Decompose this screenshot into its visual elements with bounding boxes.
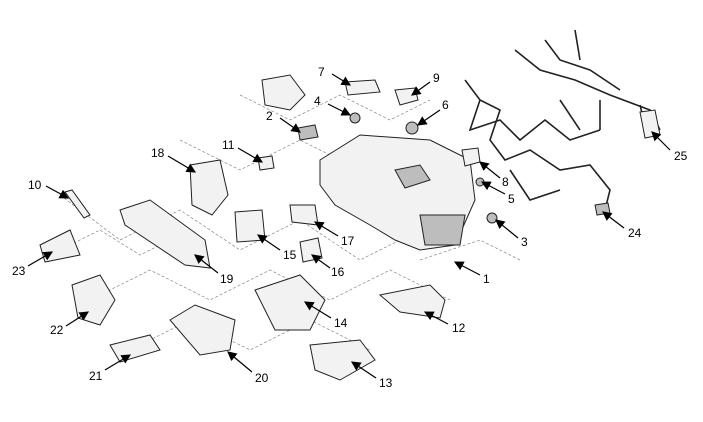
callout-2: 2: [266, 109, 273, 123]
part-20: [169, 304, 236, 356]
callout-22: 22: [50, 323, 64, 337]
part-6: [405, 121, 419, 135]
part-12: [378, 284, 446, 319]
part-14: [254, 274, 326, 331]
callout-24: 24: [628, 226, 642, 240]
part-24: [594, 202, 611, 216]
leader-lines: [27, 73, 671, 379]
part-bracket: [261, 74, 306, 111]
callout-17: 17: [341, 234, 355, 248]
part-7: [344, 79, 381, 96]
part-3: [486, 212, 498, 224]
callout-6: 6: [442, 98, 449, 112]
callout-5: 5: [508, 192, 515, 206]
callout-11: 11: [222, 138, 235, 152]
callout-25: 25: [674, 149, 688, 163]
callout-16: 16: [331, 265, 345, 279]
part-21: [109, 334, 161, 363]
callout-3: 3: [521, 235, 528, 249]
callout-21: 21: [89, 369, 103, 383]
callout-8: 8: [502, 175, 509, 189]
part-25: [639, 109, 661, 139]
part-18: [189, 159, 229, 216]
part-23: [39, 229, 81, 263]
callout-4: 4: [314, 94, 321, 108]
part-4: [349, 112, 361, 124]
part-16: [299, 237, 323, 263]
callout-labels: 1 2 3 4 5 6 7 8 9 10 11 12 13 14 15 16 1…: [12, 65, 688, 390]
part-wiring-harness: [464, 79, 611, 211]
callout-12: 12: [452, 321, 466, 335]
callout-23: 23: [12, 264, 26, 278]
parts: [39, 29, 661, 381]
callout-19: 19: [220, 272, 234, 286]
callout-18: 18: [151, 146, 165, 160]
part-8: [461, 147, 481, 167]
part-cowl-crossbar: [514, 29, 661, 131]
callout-10: 10: [28, 178, 42, 192]
callout-7: 7: [318, 65, 325, 79]
part-2: [297, 124, 319, 141]
callout-9: 9: [433, 71, 440, 85]
callout-20: 20: [255, 371, 269, 385]
part-17: [289, 204, 319, 226]
part-13: [309, 339, 376, 381]
part-10: [64, 189, 91, 219]
part-19: [119, 199, 211, 269]
callout-13: 13: [379, 376, 393, 390]
part-11: [257, 155, 275, 171]
callout-15: 15: [283, 248, 297, 262]
callout-14: 14: [334, 316, 348, 330]
callout-1: 1: [483, 272, 490, 286]
part-9: [394, 87, 419, 106]
